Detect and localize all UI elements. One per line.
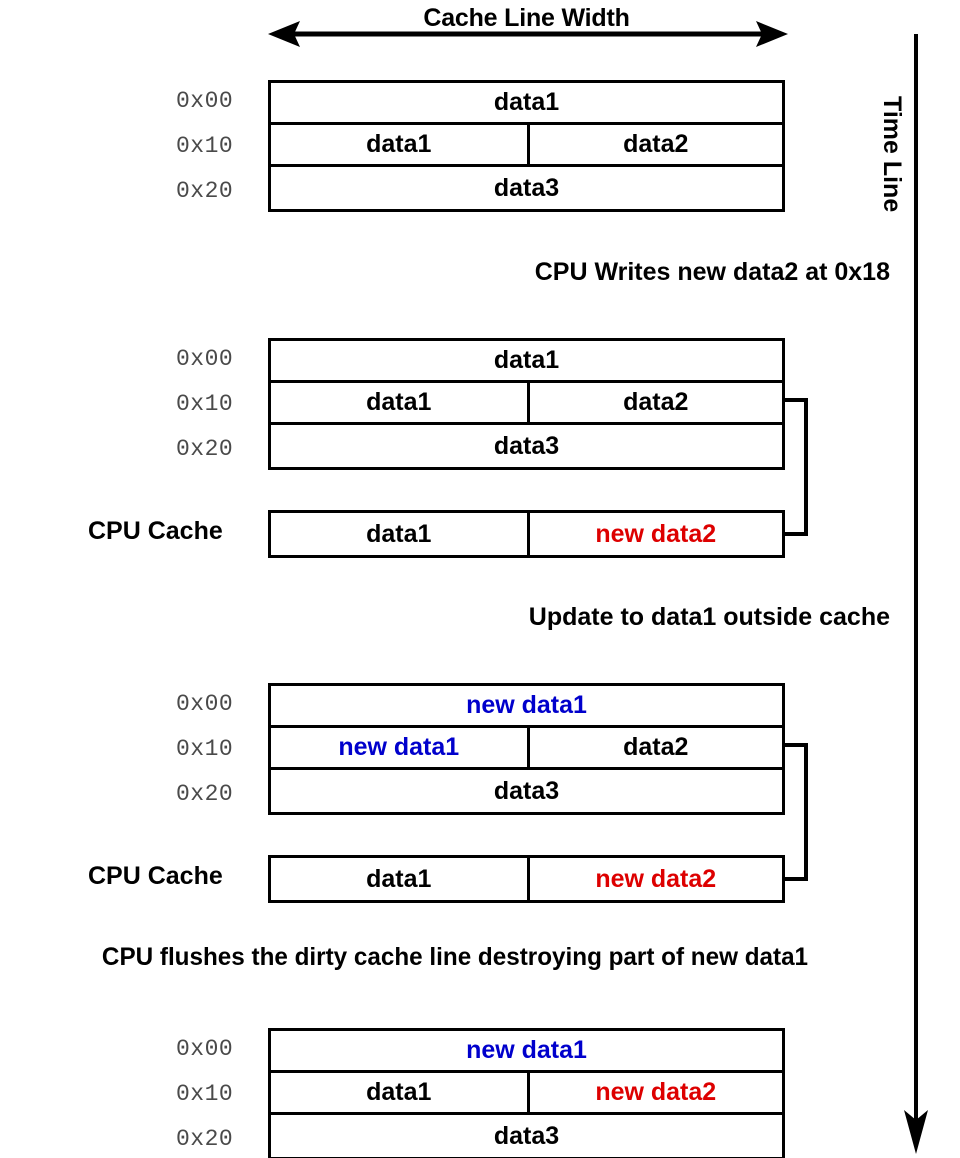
address-label: 0x10 [176, 132, 234, 159]
memory-row: data1 data2 [271, 125, 782, 167]
memory-row: data3 [271, 167, 782, 209]
cache-cell: data1 [366, 864, 432, 893]
memory-table-block2: data1 data1 data2 data3 [268, 338, 785, 470]
address-column-block3: 0x00 0x10 0x20 [176, 683, 260, 815]
address-label: 0x00 [176, 87, 234, 114]
page-title: Cache Line Width [423, 4, 630, 32]
memory-row: data1 new data2 [271, 1073, 782, 1115]
memory-cell: data2 [526, 125, 783, 164]
memory-row: data3 [271, 770, 782, 812]
memory-cell: data2 [526, 383, 783, 422]
caption-external-update: Update to data1 outside cache [528, 603, 890, 631]
address-label: 0x10 [176, 390, 234, 417]
cpu-cache-table-block3: data1 new data2 [268, 855, 785, 903]
address-label: 0x20 [176, 780, 234, 807]
cache-cell: new data2 [526, 858, 783, 900]
memory-row: data1 [271, 341, 782, 383]
memory-cell: data1 [493, 88, 560, 116]
timeline-label: Time Line [878, 96, 906, 213]
caption-cpu-write: CPU Writes new data2 at 0x18 [534, 258, 890, 286]
memory-cell: data3 [493, 173, 560, 202]
memory-cell: new data1 [466, 691, 587, 719]
cache-line-bracket-icon [783, 398, 808, 536]
address-label: 0x20 [176, 435, 234, 462]
memory-table-block1: data1 data1 data2 data3 [268, 80, 785, 212]
cache-cell: new data2 [526, 513, 783, 555]
address-label: 0x20 [176, 177, 234, 204]
memory-cell: new data2 [526, 1073, 783, 1112]
memory-row: data3 [271, 1115, 782, 1157]
memory-cell: data3 [493, 776, 560, 805]
address-label: 0x20 [176, 1125, 234, 1152]
cache-row: data1 new data2 [271, 513, 782, 555]
memory-row: data3 [271, 425, 782, 467]
memory-cell: data1 [366, 130, 432, 158]
memory-cell: new data1 [466, 1036, 587, 1064]
memory-row: data1 data2 [271, 383, 782, 425]
address-label: 0x00 [176, 1035, 234, 1062]
address-column-block2: 0x00 0x10 0x20 [176, 338, 260, 470]
cpu-cache-label: CPU Cache [88, 861, 223, 890]
memory-table-block4: new data1 data1 new data2 data3 [268, 1028, 785, 1158]
address-label: 0x10 [176, 735, 234, 762]
timeline-arrow-icon [904, 34, 928, 1154]
address-column-block4: 0x00 0x10 0x20 [176, 1028, 260, 1158]
memory-cell: data3 [493, 431, 560, 460]
address-label: 0x00 [176, 345, 234, 372]
cpu-cache-table-block2: data1 new data2 [268, 510, 785, 558]
cache-line-bracket-icon [783, 743, 808, 881]
address-label: 0x00 [176, 690, 234, 717]
memory-row: new data1 [271, 686, 782, 728]
memory-cell: data1 [493, 346, 560, 374]
memory-cell: new data1 [338, 733, 460, 761]
memory-cell: data1 [366, 388, 432, 416]
address-column-block1: 0x00 0x10 0x20 [176, 80, 260, 212]
memory-table-block3: new data1 new data1 data2 data3 [268, 683, 785, 815]
memory-row: new data1 data2 [271, 728, 782, 770]
cache-line-width-arrow-icon [268, 21, 788, 47]
caption-cache-flush: CPU flushes the dirty cache line destroy… [101, 943, 809, 971]
cache-cell: data1 [366, 519, 432, 548]
memory-row: data1 [271, 83, 782, 125]
memory-cell: data1 [366, 1078, 432, 1106]
cache-row: data1 new data2 [271, 858, 782, 900]
cpu-cache-label: CPU Cache [88, 516, 223, 545]
address-label: 0x10 [176, 1080, 234, 1107]
memory-cell: data3 [493, 1121, 560, 1150]
memory-cell: data2 [526, 728, 783, 767]
memory-row: new data1 [271, 1031, 782, 1073]
